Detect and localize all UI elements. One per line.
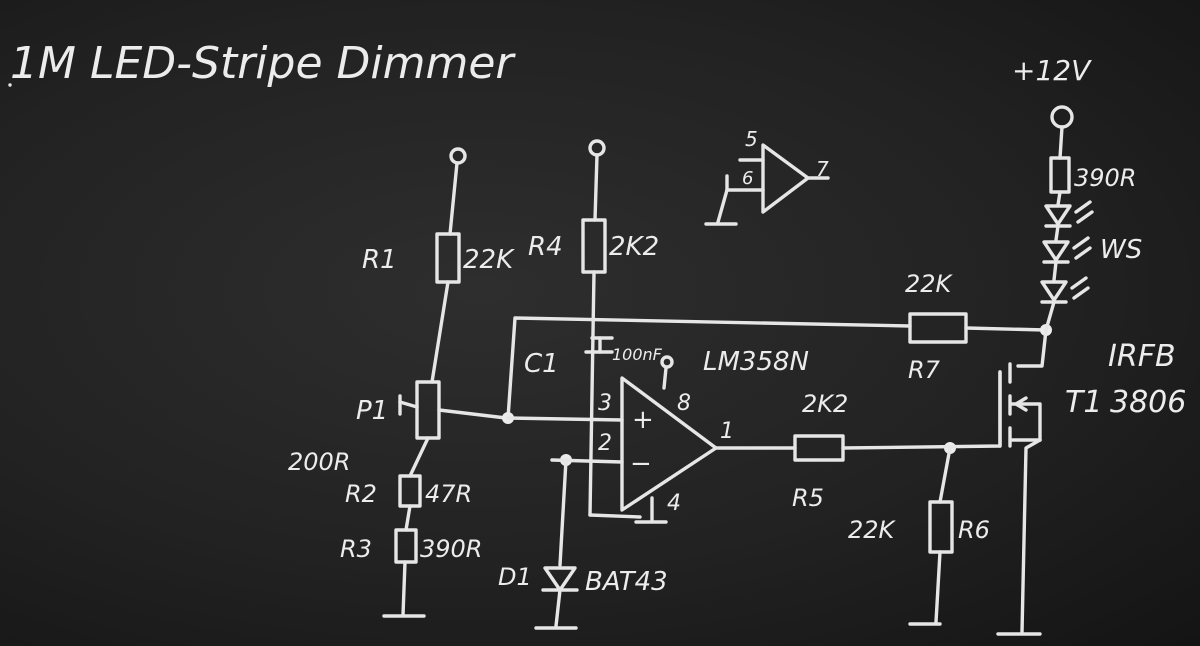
r7-ref-label: R7 <box>908 356 941 384</box>
wire-r1-top <box>448 161 459 236</box>
wire-r3-gnd <box>401 560 407 617</box>
resistor-r4 <box>581 218 607 274</box>
resistor-r7 <box>908 312 968 344</box>
diode-d1 <box>543 566 577 592</box>
wire-res-led <box>1056 190 1062 207</box>
opamp-vcc-lead <box>662 366 668 390</box>
pin-3-label: 3 <box>598 391 612 416</box>
r5-ref-label: R5 <box>792 484 824 512</box>
r7-value-label: 22K <box>905 270 954 298</box>
pin-1-label: 1 <box>720 419 734 444</box>
wire-d1-top <box>558 458 568 567</box>
r4-value-label: 2K2 <box>609 232 659 262</box>
led-2-rays <box>1072 236 1092 260</box>
led-resistor-value: 390R <box>1074 164 1136 192</box>
wire-r2-r3 <box>404 504 412 532</box>
r1-ref-label: R1 <box>362 245 397 275</box>
unit-b-gnd-lead <box>716 174 729 224</box>
r6-value-label: 22K <box>848 516 897 544</box>
r4-supply-terminal <box>588 139 606 157</box>
resistor-r3 <box>394 528 418 564</box>
r6-ref-label: R6 <box>958 516 990 544</box>
wire-supply-down <box>1058 125 1064 160</box>
wire-led-1-2 <box>1054 224 1060 242</box>
wire-to-opamp-gnd <box>588 513 642 519</box>
t1-ref-label: T1 <box>1065 385 1102 420</box>
led-1-rays <box>1074 200 1094 224</box>
supply-terminal <box>1050 105 1074 129</box>
r3-ref-label: R3 <box>340 535 372 563</box>
pin-2-label: 2 <box>598 431 612 456</box>
mosfet-arrow <box>1014 396 1028 412</box>
r2-ref-label: R2 <box>345 480 377 508</box>
t1-part-line1: IRFB <box>1108 339 1176 374</box>
r4-ref-label: R4 <box>528 232 563 262</box>
d1-ref-label: D1 <box>498 563 532 591</box>
opamp-minus-symbol: − <box>630 449 652 479</box>
pin-5-label: 5 <box>745 127 758 151</box>
wire-source-gnd <box>1020 438 1042 634</box>
t1-part-line2: 3806 <box>1110 385 1186 420</box>
opamp-unit-b <box>761 143 810 214</box>
r1-supply-terminal <box>449 147 467 165</box>
r5-value-label: 2K2 <box>802 390 848 418</box>
potentiometer-p1 <box>415 380 441 440</box>
opamp-part-label: LM358N <box>703 347 809 377</box>
wire-feedback-top <box>506 316 912 420</box>
opamp-lm358n <box>620 376 718 512</box>
led-3 <box>1040 280 1068 302</box>
opamp-plus-symbol: + <box>632 405 654 435</box>
p1-wiper-arrow <box>398 400 419 409</box>
wire-r7-drain <box>964 326 1048 332</box>
resistor-r6 <box>928 500 954 554</box>
resistor-led-series <box>1049 156 1071 194</box>
c1-value-label: 100nF <box>612 345 663 364</box>
r3-value-label: 390R <box>420 535 482 563</box>
r1-value-label: 22K <box>463 245 515 275</box>
wire-p1-r2 <box>408 436 430 478</box>
r2-value-label: 47R <box>425 480 472 508</box>
resistor-r1 <box>435 232 461 284</box>
led-2 <box>1042 240 1070 262</box>
pin-7-label: 7 <box>816 157 829 181</box>
opamp-vcc-terminal <box>660 355 674 369</box>
led-value-label: WS <box>1100 235 1142 265</box>
d1-value-label: BAT43 <box>585 567 668 597</box>
pin-4-label: 4 <box>667 491 681 516</box>
mosfet-body-lead <box>1010 402 1042 442</box>
wire-d1-gnd <box>554 588 562 628</box>
wire-r6-gnd <box>934 550 942 624</box>
wire-led-2-3 <box>1052 260 1058 282</box>
pin-6-label: 6 <box>742 168 753 189</box>
wire-r4-top <box>593 153 599 222</box>
c1-ref-label: C1 <box>524 349 559 379</box>
resistor-r5 <box>793 434 845 462</box>
p1-ref-label: P1 <box>356 396 388 426</box>
wire-r4-down <box>588 270 596 517</box>
led-3-rays <box>1070 276 1090 300</box>
wire-r1-p1 <box>430 280 450 384</box>
wire-p1-wiper <box>437 408 508 420</box>
diagram-title: 1M LED-Stripe Dimmer <box>10 38 516 89</box>
wire-gate-r6 <box>938 446 952 504</box>
wire-plus-input <box>506 416 624 422</box>
led-1 <box>1044 204 1072 226</box>
resistor-r2 <box>398 474 422 508</box>
wire-minus-input <box>550 458 624 464</box>
mosfet-drain-lead <box>1016 328 1048 368</box>
wire-leds-drain <box>1044 300 1056 332</box>
p1-value-label: 200R <box>288 448 350 476</box>
supply-label: +12V <box>1012 54 1092 87</box>
pin-8-label: 8 <box>677 391 691 416</box>
